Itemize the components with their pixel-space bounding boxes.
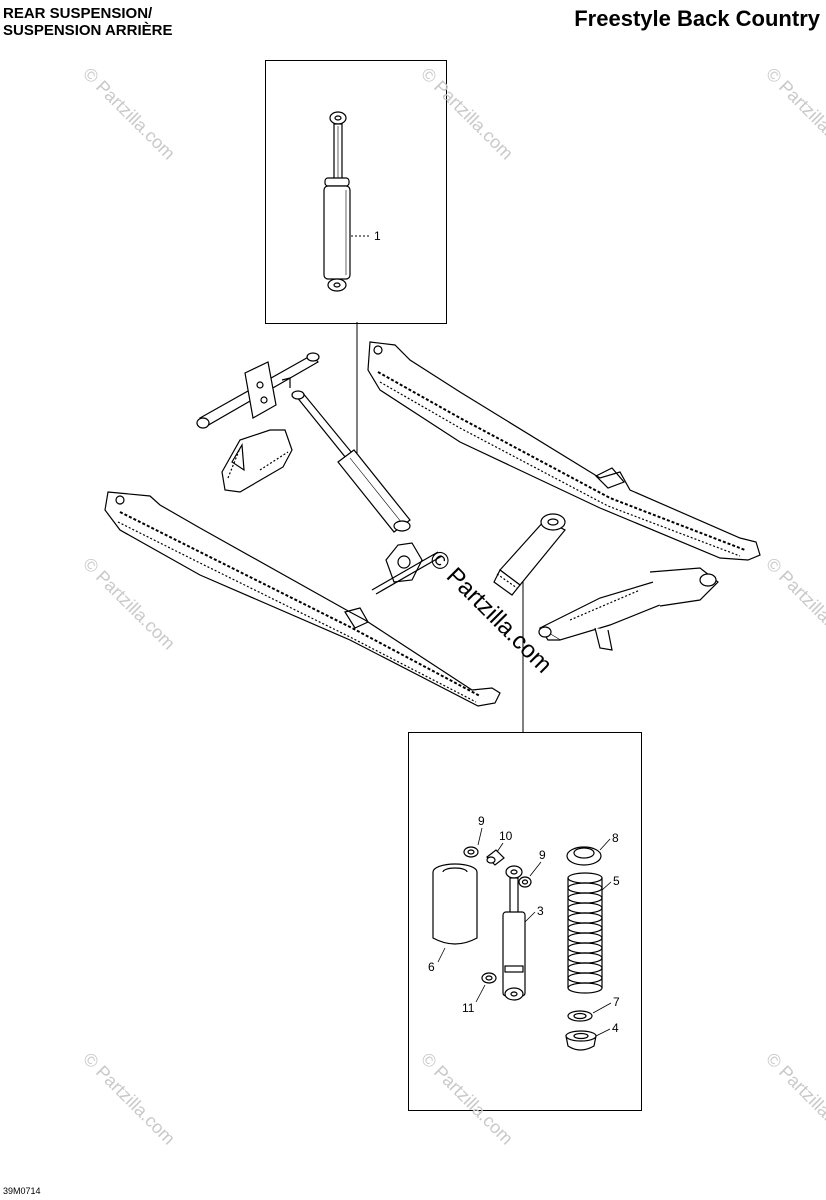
watermark-text: © Partzilla.com [762,554,826,654]
callout-7: 7 [613,995,620,1009]
watermark-text: © Partzilla.com [79,1049,179,1149]
rear-shock-assembled [493,513,566,596]
watermark-central: © Partzilla.com [424,545,557,678]
callout-10: 10 [499,829,513,843]
front-shock-part [323,111,351,292]
callout-9-top: 9 [478,814,485,828]
watermark-layer: © Partzilla.com © Partzilla.com © Partzi… [79,64,826,1149]
part-9-bushing-right [518,876,532,888]
part-5-coil-spring [567,872,603,994]
part-9-bushing-top [463,846,479,858]
callout-6: 6 [428,960,435,974]
watermark-text: © Partzilla.com [762,64,826,164]
callout-11: 11 [462,1001,475,1015]
callout-9-right: 9 [539,848,546,862]
watermark-text: © Partzilla.com [417,1049,517,1149]
rear-arm-assembly [538,567,719,651]
front-shock-detail-box [265,60,447,324]
watermark-text: © Partzilla.com [79,64,179,164]
rear-shock-detail-box [408,732,642,1111]
part-4-adjuster-collar [565,1030,597,1051]
watermark-text: © Partzilla.com [762,1049,826,1149]
drawing-code: 39M0714 [3,1186,41,1196]
watermark-text: © Partzilla.com [79,554,179,654]
watermark-text: © Partzilla.com [417,64,517,164]
callout-4: 4 [612,1021,619,1035]
part-7-washer [567,1010,593,1022]
title-english: REAR SUSPENSION/ [3,5,153,22]
callout-3: 3 [537,904,544,918]
center-pivot-bracket [371,542,443,595]
callout-1: 1 [374,229,381,243]
part-10-spacer [486,849,505,866]
part-8-spring-seat [566,846,602,866]
front-arm-assembly [196,352,320,493]
part-3-rear-shock [502,865,526,1001]
callout-5: 5 [613,874,620,888]
callout-8: 8 [612,831,619,845]
diagram-title: REAR SUSPENSION/ SUSPENSION ARRIÈRE [3,5,172,39]
part-6-protector-boot [432,863,478,945]
front-shock-assembled [291,390,411,533]
left-slide-rail [104,491,501,707]
title-french: SUSPENSION ARRIÈRE [3,22,173,39]
part-11-bushing [481,972,497,984]
model-name: Freestyle Back Country [574,6,820,31]
right-slide-rail [367,341,761,561]
